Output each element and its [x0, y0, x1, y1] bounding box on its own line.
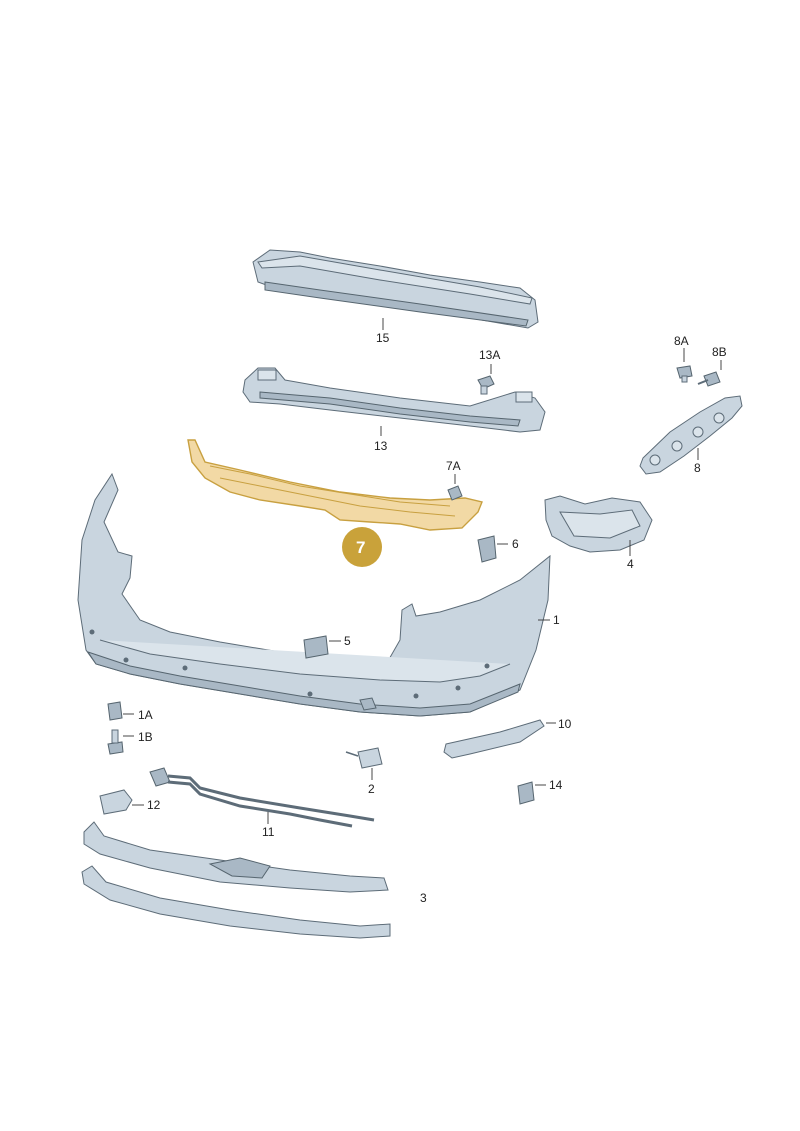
part-12-bracket[interactable] [99, 789, 133, 815]
callout-7A: 7A [446, 459, 461, 473]
part-10-trim-strip[interactable] [443, 719, 545, 759]
part-4-side-guide[interactable] [544, 495, 653, 553]
callout-6: 6 [512, 537, 519, 551]
callout-8B: 8B [712, 345, 727, 359]
callout-13A: 13A [479, 348, 500, 362]
part-1-bumper-cover[interactable] [77, 472, 551, 717]
part-1B-screw[interactable] [107, 729, 124, 755]
part-3-spoiler-upper[interactable] [83, 821, 389, 893]
part-6-clip[interactable] [477, 535, 497, 563]
part-7A-clip[interactable] [447, 485, 463, 501]
callout-3: 3 [420, 891, 427, 905]
callout-8A: 8A [674, 334, 689, 348]
callout-15: 15 [376, 331, 390, 345]
part-1A-clip[interactable] [107, 701, 123, 721]
callout-12: 12 [147, 798, 161, 812]
part-14-clip[interactable] [517, 781, 535, 805]
part-15-impact-absorber[interactable] [252, 249, 539, 329]
callout-2: 2 [368, 782, 375, 796]
callout-1: 1 [553, 613, 560, 627]
callout-7: 7 [356, 538, 365, 557]
callout-14: 14 [549, 778, 563, 792]
callout-7-badge [342, 527, 382, 567]
part-5-clip[interactable] [303, 635, 329, 659]
callout-8: 8 [694, 461, 701, 475]
part-8B-screw[interactable] [697, 371, 721, 387]
callout-5: 5 [344, 634, 351, 648]
part-8A-screw[interactable] [676, 365, 693, 383]
part-13-bumper-reinforcement[interactable] [242, 367, 546, 433]
callout-10: 10 [558, 717, 572, 731]
callout-11: 11 [262, 825, 275, 839]
part-11-wiring-harness[interactable] [149, 767, 375, 828]
callout-1A: 1A [138, 708, 153, 722]
part-8-guide-profile[interactable] [639, 395, 743, 475]
callout-4: 4 [627, 557, 634, 571]
callout-1B: 1B [138, 730, 153, 744]
part-7-mounting-bracket[interactable] [187, 439, 483, 531]
callout-13: 13 [374, 439, 388, 453]
part-13A-screw[interactable] [477, 375, 495, 395]
part-2-cover-cap[interactable] [345, 747, 383, 769]
part-3-spoiler-lower[interactable] [81, 865, 391, 939]
